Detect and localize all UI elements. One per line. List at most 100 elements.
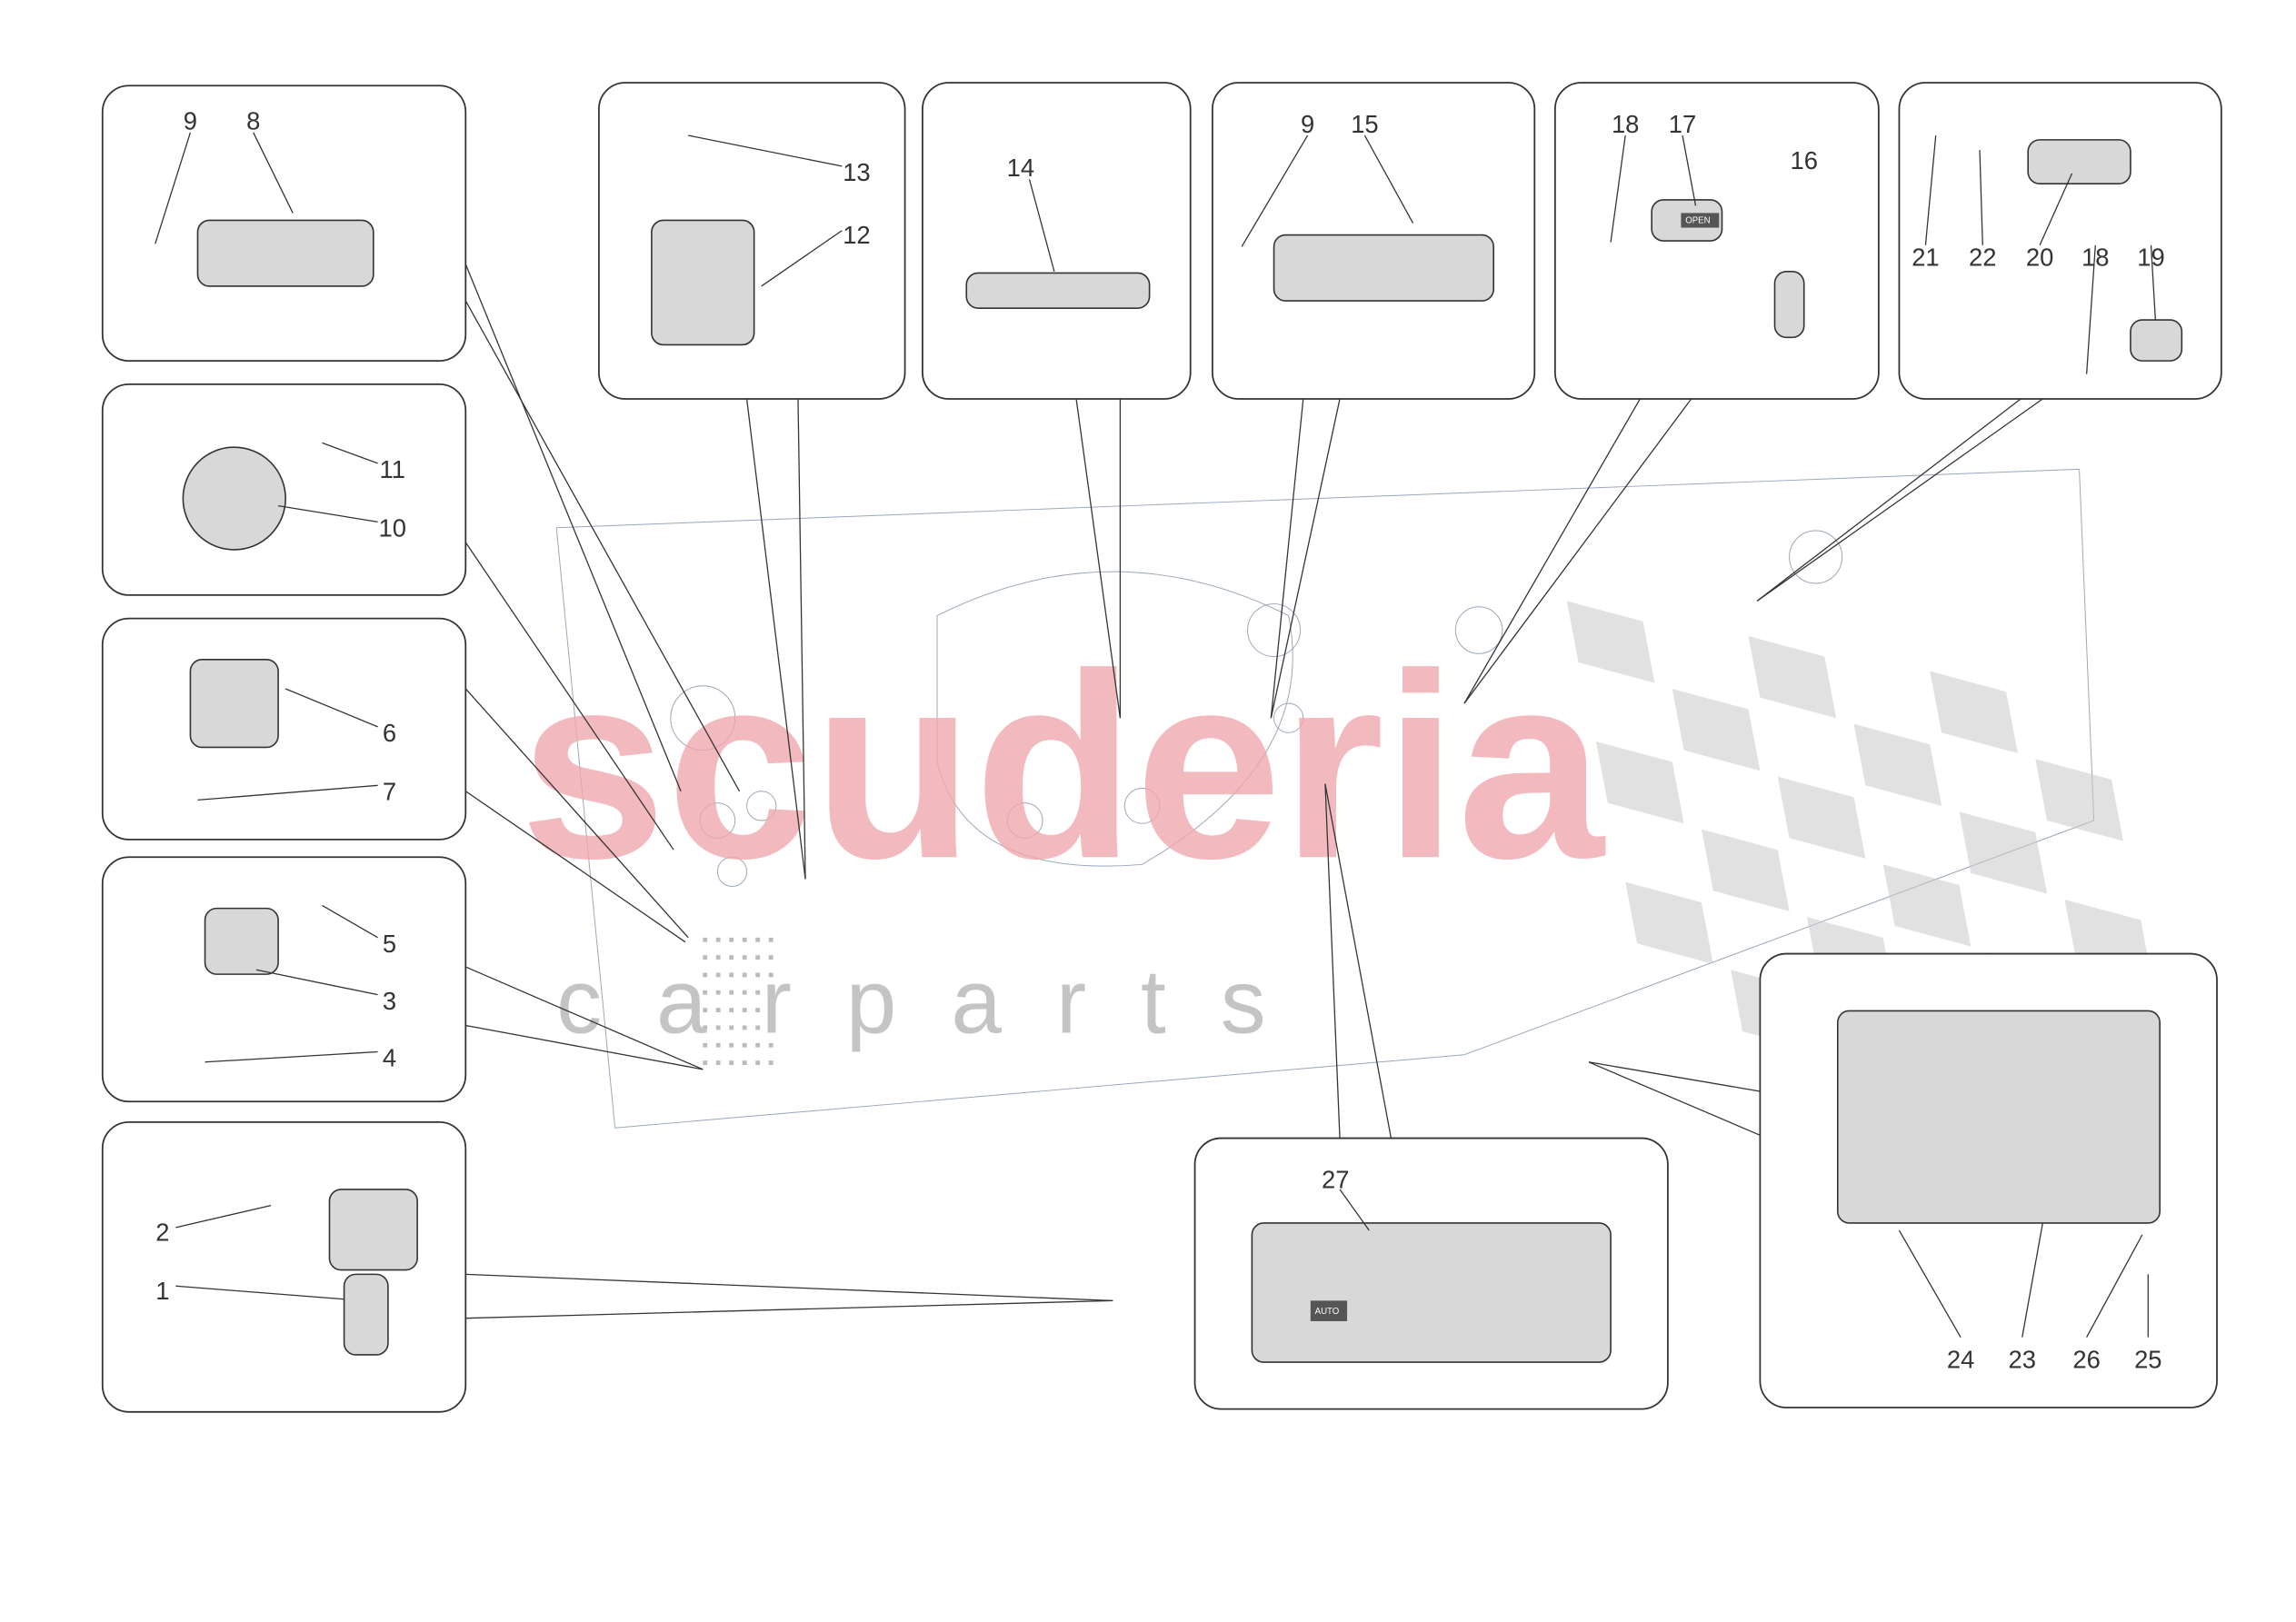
part-drawing: [1273, 234, 1494, 302]
callout-leader: [464, 791, 686, 943]
label-leader: [253, 132, 294, 214]
sketch-dot: [768, 1060, 774, 1066]
sketch-dot: [755, 1042, 761, 1048]
label-leader: [285, 688, 378, 728]
leader-lines: [464, 264, 2043, 1319]
part-drawing: [965, 272, 1151, 309]
sketch-dot: [703, 1025, 708, 1030]
part-drawing: [651, 219, 755, 346]
label-leader: [2085, 244, 2096, 374]
part-number-label[interactable]: 5: [383, 930, 396, 958]
part-number-label[interactable]: 17: [1669, 110, 1696, 138]
callout-leader: [1463, 398, 1692, 704]
sketch-dot: [715, 937, 721, 942]
part-number-label[interactable]: 3: [383, 987, 396, 1015]
sketch-dot: [729, 972, 734, 978]
part-number-label[interactable]: 26: [2072, 1345, 2100, 1373]
label-leader: [1610, 134, 1626, 243]
part-number-label[interactable]: 8: [246, 107, 260, 135]
part-number-label[interactable]: 2: [155, 1218, 169, 1246]
sketch-dot: [729, 990, 734, 995]
watermark-brand: scuderia: [520, 619, 1606, 913]
panel-frame: [1553, 82, 1880, 400]
part-number-label[interactable]: 19: [2137, 243, 2164, 271]
panel-open-switch: 18 17 16: [1553, 82, 1880, 400]
part-number-label[interactable]: 18: [1612, 110, 1639, 138]
label-leader: [688, 134, 843, 167]
part-number-label[interactable]: 9: [1301, 110, 1314, 138]
callout-leader: [745, 398, 806, 880]
part-number-label[interactable]: 16: [1790, 146, 1817, 174]
sketch-dot: [703, 972, 708, 978]
label-leader: [322, 904, 378, 939]
flag-square: [1930, 671, 2018, 753]
open-button: [1681, 213, 1720, 228]
part-number-label[interactable]: 9: [184, 107, 197, 135]
part-number-label[interactable]: 15: [1351, 110, 1378, 138]
callout-leader: [465, 1024, 704, 1070]
sketch-dot: [703, 1008, 708, 1013]
sketch-vent: [1454, 606, 1503, 654]
label-leader: [2150, 244, 2156, 321]
callout-leader: [465, 1273, 1113, 1302]
callout-leader: [1075, 398, 1122, 719]
part-number-label[interactable]: 1: [155, 1277, 169, 1305]
part-number-label[interactable]: 23: [2009, 1345, 2036, 1373]
sketch-dot: [768, 937, 774, 942]
callout-leader: [1324, 783, 1393, 1139]
sketch-dot: [755, 1008, 761, 1013]
part-drawing: [182, 446, 286, 551]
part-number-label[interactable]: 18: [2081, 243, 2109, 271]
callout-leader: [1463, 398, 1641, 704]
sketch-dot: [742, 972, 747, 978]
open-button-text: OPEN: [1685, 216, 1710, 226]
callout-leader: [464, 542, 674, 851]
part-number-label[interactable]: 13: [843, 158, 870, 186]
callout-leader: [464, 300, 741, 792]
sketch-dot: [755, 1060, 761, 1066]
sketch-vent: [1273, 702, 1304, 733]
sketch-dot: [768, 1042, 774, 1048]
callout-leader: [465, 966, 704, 1070]
sketch-vent: [1789, 530, 1843, 584]
label-leader: [197, 784, 378, 801]
part-number-label[interactable]: 10: [379, 513, 406, 542]
label-leader: [155, 132, 192, 244]
part-number-label[interactable]: 22: [1969, 243, 1996, 271]
flag-square: [1625, 881, 1713, 964]
part-drawing: [2130, 319, 2183, 362]
callout-leader: [1270, 398, 1341, 719]
part-number-label[interactable]: 4: [383, 1044, 396, 1072]
part-number-label[interactable]: 20: [2026, 243, 2053, 271]
sketch-dot: [742, 955, 747, 960]
sketch-dot: [715, 1008, 721, 1013]
part-number-label[interactable]: 27: [1322, 1165, 1349, 1193]
sketch-vent: [1247, 603, 1302, 658]
part-number-label[interactable]: 11: [380, 455, 405, 483]
label-leader: [175, 1205, 272, 1229]
sketch-dot: [703, 1060, 708, 1066]
sketch-dot: [768, 1008, 774, 1013]
sketch-dot: [755, 955, 761, 960]
panel-climate-control: 27: [1193, 1137, 1669, 1410]
sketch-line: [2079, 469, 2095, 821]
label-leader: [1682, 134, 1697, 206]
part-number-label[interactable]: 24: [1947, 1345, 1974, 1373]
sketch-dot: [768, 955, 774, 960]
part-number-label[interactable]: 6: [383, 719, 396, 747]
part-number-label[interactable]: 25: [2134, 1345, 2161, 1373]
panel-frame: [922, 82, 1192, 400]
panel-small-switch: 5 3 4: [101, 856, 467, 1103]
sketch-dot: [755, 1025, 761, 1030]
part-number-label[interactable]: 14: [1007, 154, 1034, 182]
part-number-label[interactable]: 7: [383, 777, 396, 805]
part-number-label[interactable]: 12: [843, 221, 870, 249]
panel-actuator: 21 22 20 18 19: [1898, 82, 2222, 400]
label-leader: [1339, 1189, 1370, 1231]
panel-headlight-switch: 11 10: [101, 383, 467, 596]
sketch-dot: [715, 1025, 721, 1030]
part-drawing: [1251, 1222, 1612, 1363]
sketch-vent: [699, 802, 736, 839]
sketch-dot: [703, 937, 708, 942]
part-number-label[interactable]: 21: [1912, 243, 1939, 271]
